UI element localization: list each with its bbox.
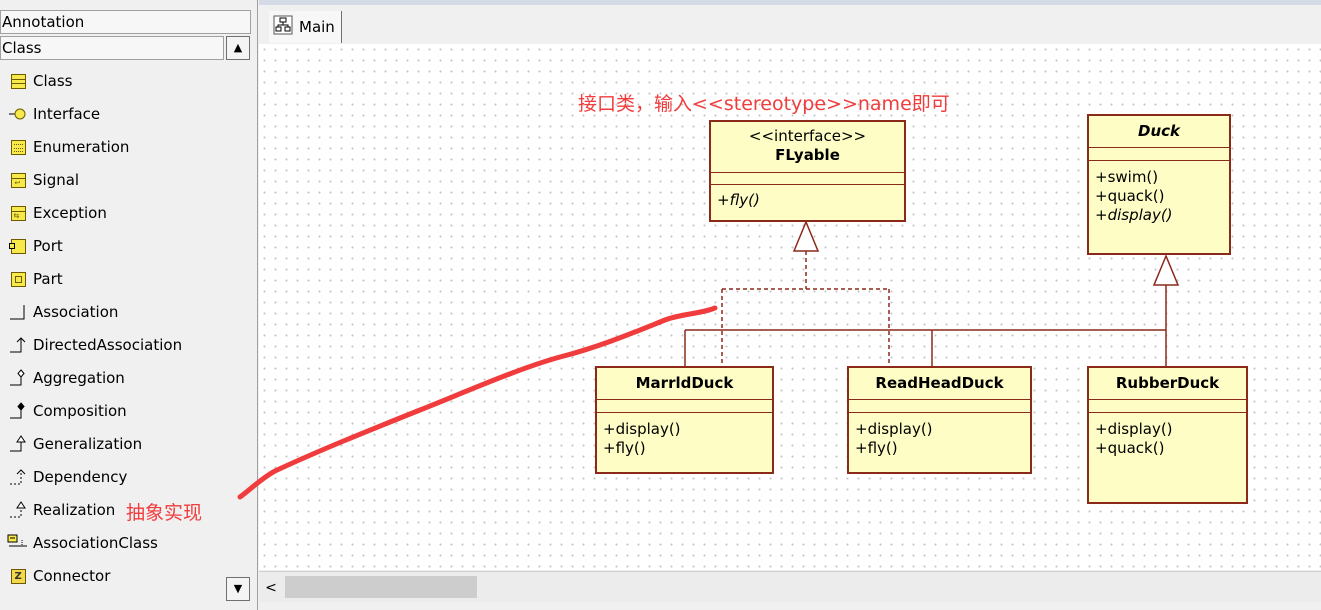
tool-association-label: Association [33, 303, 119, 321]
port-icon [4, 234, 32, 258]
tool-port[interactable]: Port [0, 231, 230, 261]
tool-enumeration-label: Enumeration [33, 138, 130, 156]
marrld-op: +display() [603, 420, 681, 438]
class-marrldduck[interactable]: MarrldDuck +display() +fly() [595, 366, 774, 474]
tool-interface-label: Interface [33, 105, 101, 123]
tool-composition[interactable]: Composition [0, 396, 230, 426]
interface-annotation: 接口类，输入<<stereotype>>name即可 [578, 93, 950, 115]
readhead-op-separator [849, 412, 1030, 413]
tool-generalization-label: Generalization [33, 435, 143, 453]
rubber-name: RubberDuck [1115, 374, 1220, 392]
tool-directed-association-label: DirectedAssociation [33, 336, 183, 354]
association-icon [4, 300, 32, 324]
tool-part[interactable]: Part [0, 264, 230, 294]
marrld-op: +fly() [603, 439, 646, 457]
rubber-op: +quack() [1095, 439, 1165, 457]
duck-op-separator [1089, 160, 1229, 161]
aggregation-icon [4, 366, 32, 390]
tool-association[interactable]: Association [0, 297, 230, 327]
readhead-op: +fly() [855, 439, 898, 457]
composition-icon [4, 399, 32, 423]
flyable-name: FLyable [775, 146, 840, 164]
class-icon [4, 69, 32, 93]
class-duck[interactable]: Duck +swim() +quack() +display() [1087, 114, 1231, 255]
tool-dependency[interactable]: Dependency [0, 462, 230, 492]
readhead-name: ReadHeadDuck [875, 374, 1004, 392]
association-class-icon [4, 531, 32, 555]
toolbox-panel: Annotation Class ▲ Class Interface Enume… [0, 0, 258, 610]
scroll-left-icon[interactable]: < [265, 580, 277, 596]
enumeration-icon [4, 135, 32, 159]
part-icon [4, 267, 32, 291]
interface-icon [4, 102, 32, 126]
duck-op: +swim() [1095, 168, 1159, 186]
diagram-icon [273, 15, 293, 39]
tool-signal[interactable]: ↩ Signal [0, 165, 230, 195]
tool-dependency-label: Dependency [33, 468, 128, 486]
class-readheadduck[interactable]: ReadHeadDuck +display() +fly() [847, 366, 1032, 474]
tool-exception[interactable]: ⇆ Exception [0, 198, 230, 228]
tool-association-class[interactable]: AssociationClass [0, 528, 230, 558]
class-section-header[interactable]: Class [0, 36, 224, 60]
toolbox-scroll-up-button[interactable]: ▲ [226, 36, 250, 60]
signal-icon: ↩ [4, 168, 32, 192]
connector-icon: Z [4, 564, 32, 588]
tool-interface[interactable]: Interface [0, 99, 230, 129]
class-rubberduck[interactable]: RubberDuck +display() +quack() [1087, 366, 1248, 504]
rubber-attr-separator [1089, 399, 1246, 400]
class-flyable[interactable]: <<interface>> FLyable +fly() [709, 120, 906, 222]
tool-realization-label: Realization [33, 501, 116, 519]
marrld-attr-separator [597, 399, 772, 400]
tool-class-label: Class [33, 72, 73, 90]
duck-op: +display() [1095, 206, 1173, 224]
dependency-icon [4, 465, 32, 489]
tool-connector[interactable]: Z Connector [0, 561, 230, 591]
tool-realization[interactable]: Realization [0, 495, 230, 525]
tool-composition-label: Composition [33, 402, 127, 420]
realization-icon [4, 498, 32, 522]
toolbox-scroll-down-button[interactable]: ▼ [226, 577, 250, 601]
marrld-op-separator [597, 412, 772, 413]
readhead-attr-separator [849, 399, 1030, 400]
tool-connector-label: Connector [33, 567, 111, 585]
directed-association-icon [4, 333, 32, 357]
tool-signal-label: Signal [33, 171, 80, 189]
rubber-op-separator [1089, 412, 1246, 413]
rubber-op: +display() [1095, 420, 1173, 438]
readhead-op: +display() [855, 420, 933, 438]
tool-port-label: Port [33, 237, 63, 255]
duck-op: +quack() [1095, 187, 1165, 205]
tool-class[interactable]: Class [0, 66, 230, 96]
duck-name: Duck [1138, 122, 1180, 140]
tool-directed-association[interactable]: DirectedAssociation [0, 330, 230, 360]
tool-association-class-label: AssociationClass [33, 534, 158, 552]
flyable-op: +fly() [717, 191, 760, 209]
generalization-icon [4, 432, 32, 456]
flyable-stereotype: <<interface>> [748, 127, 867, 145]
tool-enumeration[interactable]: Enumeration [0, 132, 230, 162]
annotation-section-header[interactable]: Annotation [0, 10, 251, 34]
tool-exception-label: Exception [33, 204, 107, 222]
tab-main-label: Main [299, 18, 335, 36]
tool-generalization[interactable]: Generalization [0, 429, 230, 459]
exception-icon: ⇆ [4, 201, 32, 225]
flyable-op-separator [711, 184, 904, 185]
marrld-name: MarrldDuck [635, 374, 734, 392]
horizontal-scroll-thumb[interactable] [285, 576, 477, 598]
horizontal-scrollbar[interactable]: < [259, 571, 1321, 602]
tab-bar: Main [259, 0, 1321, 44]
tool-aggregation[interactable]: Aggregation [0, 363, 230, 393]
realization-annotation: 抽象实现 [126, 502, 203, 524]
tab-bar-top-strip [259, 0, 1321, 5]
tool-aggregation-label: Aggregation [33, 369, 125, 387]
duck-attr-separator [1089, 147, 1229, 148]
diagram-canvas[interactable]: 接口类，输入<<stereotype>>name即可 <<interface>>… [259, 44, 1321, 570]
flyable-attr-separator [711, 172, 904, 173]
tool-part-label: Part [33, 270, 63, 288]
tab-main[interactable]: Main [269, 11, 342, 43]
